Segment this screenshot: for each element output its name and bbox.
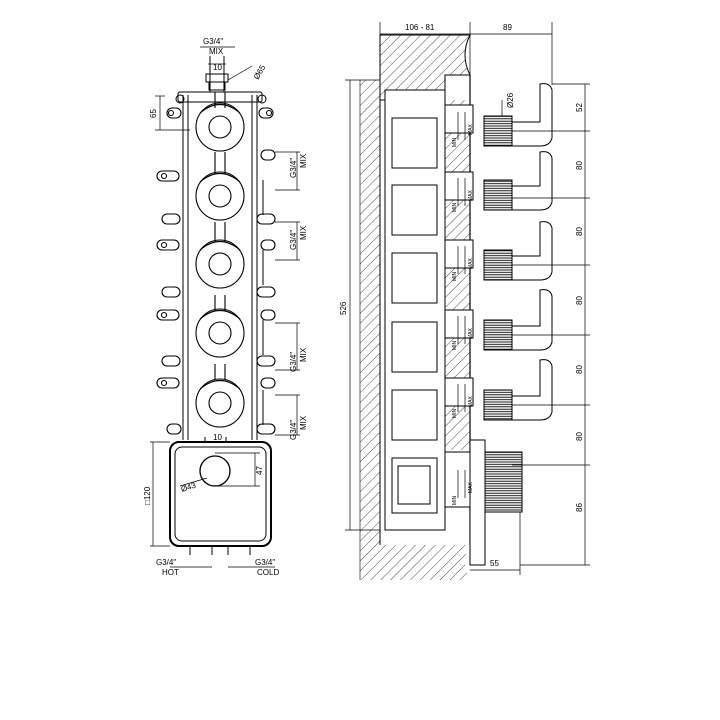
side-view: MIN MAX MIN MAX MIN MAX MIN MAX MIN MAX … <box>339 22 590 580</box>
pitch-dim-3: 80 <box>575 227 584 236</box>
total-height-dim: 526 <box>339 301 348 315</box>
outlet-2-label: MIX <box>299 225 308 240</box>
box-size-dim: □120 <box>143 486 152 505</box>
outlet-3-size: G3/4" <box>289 352 298 372</box>
outlet-3-label: MIX <box>299 347 308 362</box>
valve-module <box>156 222 276 298</box>
hot-connection-size: G3/4" <box>156 558 176 567</box>
height-dim: 65 <box>149 109 158 118</box>
top-offset-dim: 10 <box>213 63 222 72</box>
front-dimension-lines <box>150 46 300 568</box>
front-view: G3/4" MIX 10 Ø65 65 G3/4" MIX G3/4" MIX … <box>143 37 308 577</box>
min-max-indicators <box>457 112 466 498</box>
top-connection-size: G3/4" <box>203 37 223 46</box>
mixer-height-dim: 47 <box>255 466 264 475</box>
outlet-1-size: G3/4" <box>289 158 298 178</box>
min-label: MIN <box>452 137 458 147</box>
min-max-labels: MIN MAX MIN MAX MIN MAX MIN MAX MIN MAX … <box>452 124 474 506</box>
max-label: MAX <box>468 328 474 340</box>
handle <box>483 151 553 211</box>
handle <box>483 359 553 421</box>
pipe-diameter-dim: Ø65 <box>252 63 268 81</box>
pitch-dim-2: 80 <box>575 161 584 170</box>
min-label: MIN <box>452 340 458 350</box>
pitch-dim-7: 86 <box>575 503 584 512</box>
min-label: MIN <box>452 408 458 418</box>
mixer-offset-dim: 10 <box>213 433 222 442</box>
mixer-box <box>169 437 272 555</box>
outlet-2-size: G3/4" <box>289 230 298 250</box>
min-label: MIN <box>452 495 458 505</box>
outlet-1-label: MIX <box>299 153 308 168</box>
cold-connection-label: COLD <box>257 568 279 577</box>
side-dimension-lines <box>345 22 590 575</box>
valve-module <box>156 149 276 225</box>
hot-connection-label: HOT <box>162 568 179 577</box>
cold-connection-size: G3/4" <box>255 558 275 567</box>
handle <box>483 289 553 351</box>
bottom-dim: 55 <box>490 559 499 568</box>
max-label: MAX <box>468 258 474 270</box>
valve-module <box>156 364 276 435</box>
valve-modules <box>156 92 276 435</box>
max-label: MAX <box>468 396 474 408</box>
min-label: MIN <box>452 271 458 281</box>
pitch-dim-1: 52 <box>575 103 584 112</box>
outlet-4-size: G3/4" <box>289 420 298 440</box>
top-connection-label: MIX <box>209 47 224 56</box>
max-label: MAX <box>468 482 474 494</box>
handles <box>483 83 553 513</box>
pitch-dim-6: 80 <box>575 432 584 441</box>
mixer-diameter-dim: Ø43 <box>180 480 198 493</box>
mixer-knob <box>484 451 523 513</box>
max-label: MAX <box>468 124 474 136</box>
max-label: MAX <box>468 190 474 202</box>
protrusion-dim: 89 <box>503 23 512 32</box>
outlet-4-label: MIX <box>299 415 308 430</box>
knob-diameter-dim: Ø26 <box>506 92 515 108</box>
top-pipe <box>205 56 229 92</box>
valve-bodies <box>384 89 486 566</box>
min-label: MIN <box>452 202 458 212</box>
valve-module <box>166 92 274 152</box>
pitch-dim-4: 80 <box>575 296 584 305</box>
handle <box>483 221 553 281</box>
valve-module <box>156 295 276 367</box>
pitch-dim-5: 80 <box>575 365 584 374</box>
mounting-frame <box>175 91 267 440</box>
depth-range-dim: 106 - 81 <box>405 23 435 32</box>
handle <box>483 83 553 147</box>
